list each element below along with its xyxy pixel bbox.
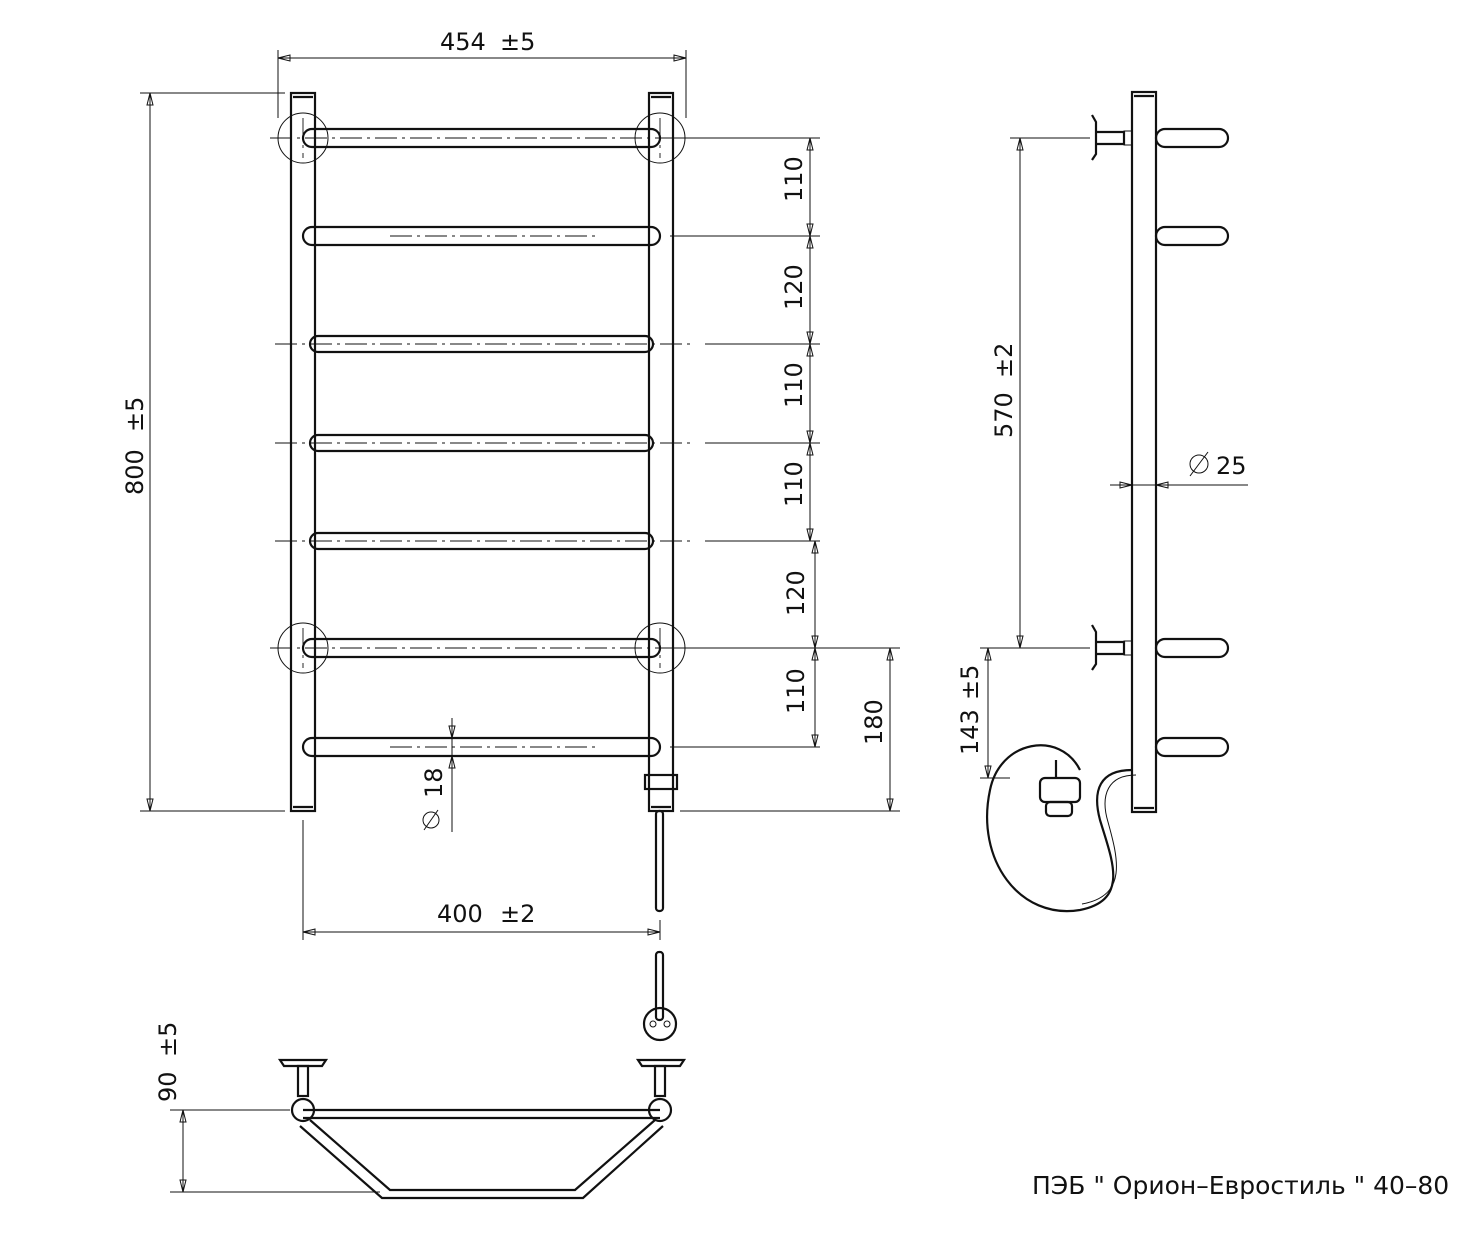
- right-upright: [647, 91, 675, 813]
- dimension-wall-depth: 90 ±5: [154, 1022, 380, 1193]
- rail-joint: [290, 1097, 316, 1123]
- top-view: 90 ±5: [154, 950, 687, 1200]
- front-view: 454 ±5 800 ±5 110 120 110: [121, 28, 900, 940]
- heater-plug: [643, 773, 679, 791]
- dimension-bottom-offset: 180: [680, 647, 900, 812]
- plug-icon: [642, 1006, 678, 1042]
- rung-spacing-6: 110: [782, 668, 810, 714]
- wall-bracket: [635, 1058, 687, 1098]
- side-upright: [1130, 90, 1158, 814]
- rung-stub: [1154, 225, 1230, 247]
- wall-bracket: [1091, 114, 1133, 161]
- cable-offset-value: 143: [956, 709, 984, 755]
- rung-stub: [1154, 736, 1230, 758]
- heater-cable: [654, 809, 665, 913]
- left-upright: [289, 91, 317, 813]
- wall-depth-value: 90: [154, 1071, 182, 1102]
- product-title: ПЭБ " Орион–Евростиль " 40–80: [1032, 1171, 1449, 1200]
- center-distance-value: 400: [437, 900, 483, 928]
- bottom-offset-value: 180: [860, 699, 888, 745]
- rail-frame: [303, 1108, 660, 1120]
- dimension-overall-width: 454 ±5: [277, 28, 687, 118]
- mount-distance-tolerance: ±2: [990, 343, 1018, 378]
- rungs: [301, 127, 662, 758]
- plug-icon: [1038, 760, 1082, 818]
- rung: [301, 225, 662, 247]
- dimension-rung-spacing: 110 120 110 110 120 110: [670, 137, 900, 748]
- power-cable: [985, 744, 1133, 913]
- dimension-cable-offset: 143 ±5: [956, 647, 1010, 779]
- rung-spacing-5: 120: [782, 570, 810, 616]
- rung-spacing-2: 120: [780, 264, 808, 310]
- rung: [301, 736, 662, 758]
- rung-centerlines: [270, 118, 700, 748]
- center-distance-tolerance: ±2: [500, 900, 535, 928]
- rung-stub: [1154, 637, 1230, 659]
- rung-diameter-value: 18: [420, 767, 448, 798]
- wall-bracket: [1091, 624, 1133, 671]
- dimension-center-distance: 400 ±2: [302, 820, 661, 940]
- overall-width-value: 454: [440, 28, 486, 56]
- rung-spacing-1: 110: [780, 156, 808, 202]
- wall-depth-tolerance: ±5: [154, 1022, 182, 1057]
- dimension-overall-height: 800 ±5: [121, 92, 285, 812]
- mount-distance-value: 570: [990, 392, 1018, 438]
- dimension-mount-distance: 570 ±2: [990, 137, 1090, 649]
- overall-height-tolerance: ±5: [121, 397, 149, 432]
- wall-bracket: [277, 1058, 329, 1098]
- rung-spacing-4: 110: [780, 461, 808, 507]
- cable-offset-tolerance: ±5: [956, 665, 984, 700]
- overall-width-tolerance: ±5: [500, 28, 535, 56]
- dimension-pipe-diameter: 25: [1110, 451, 1248, 489]
- dimension-rung-diameter: 18: [420, 718, 456, 832]
- rung-stub: [1154, 127, 1230, 149]
- rung-spacing-3: 110: [780, 362, 808, 408]
- side-view: 570 ±2 25 143 ±5: [956, 90, 1248, 913]
- pipe-diameter-value: 25: [1216, 452, 1247, 480]
- overall-height-value: 800: [121, 449, 149, 495]
- rail-joint: [647, 1097, 673, 1123]
